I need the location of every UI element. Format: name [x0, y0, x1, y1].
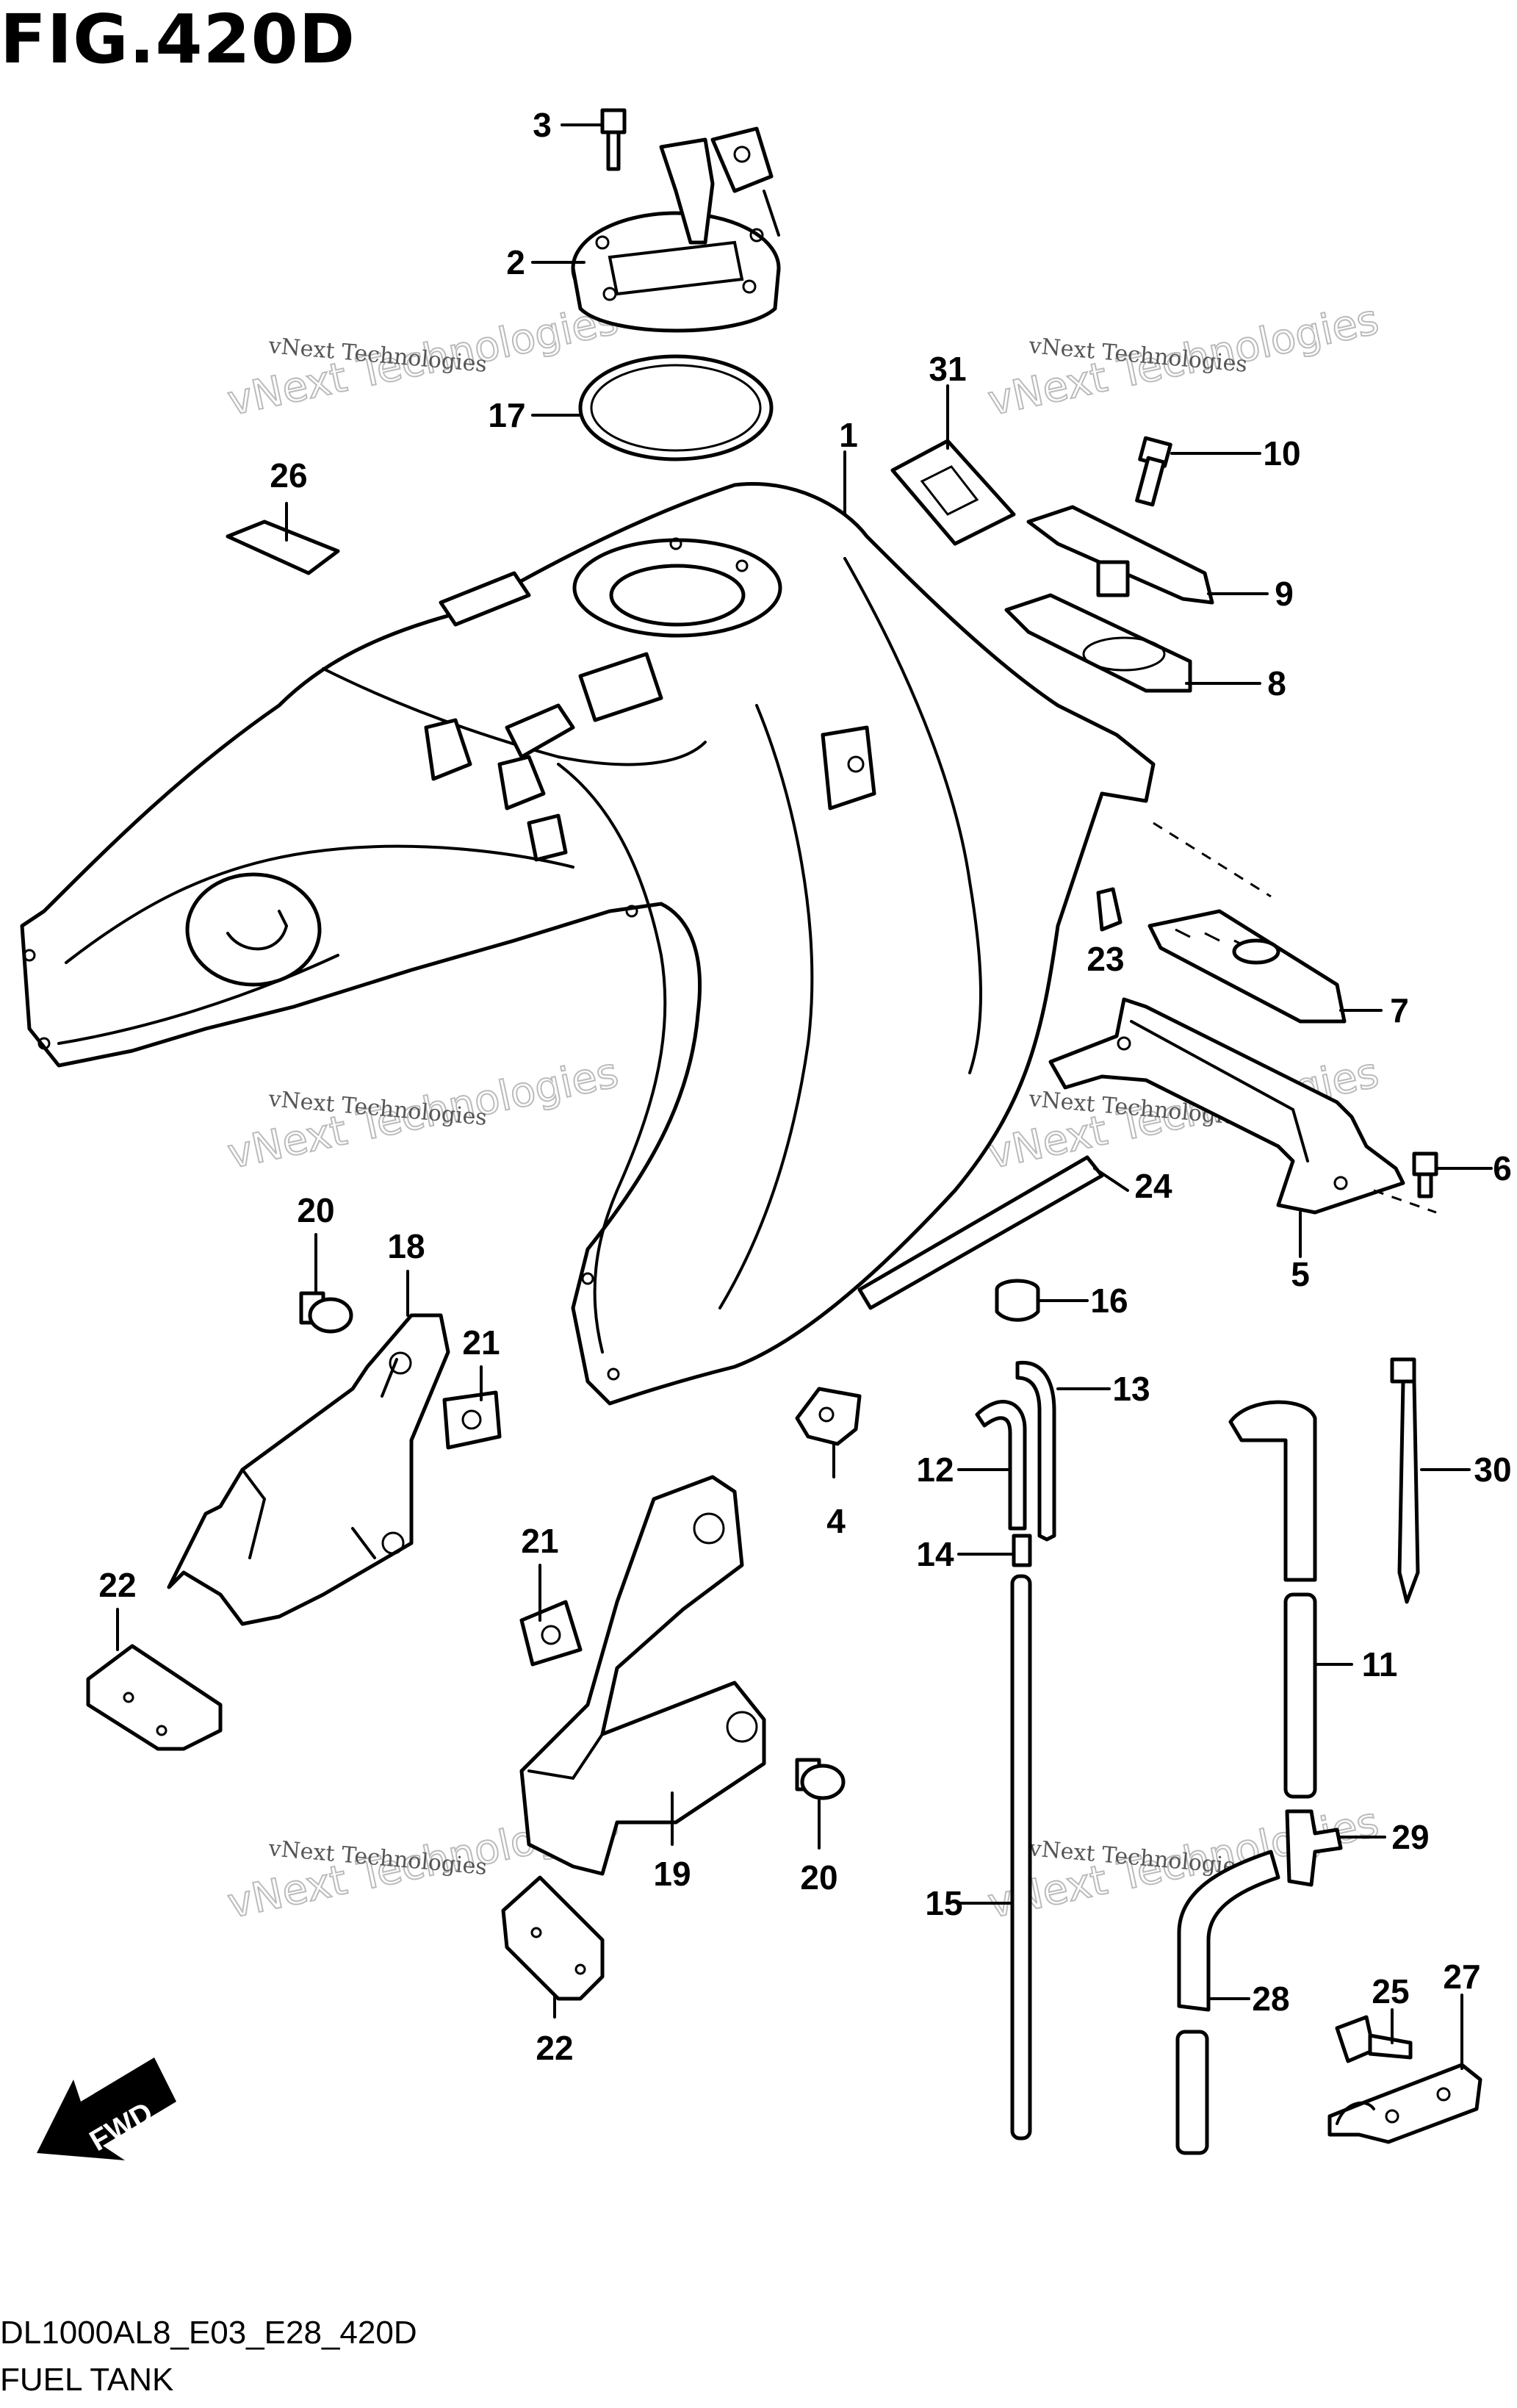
nut-part-21b [519, 1600, 583, 1667]
screw-part-3 [600, 108, 627, 171]
callout-21-upper: 21 [462, 1323, 500, 1362]
callout-4: 4 [826, 1502, 846, 1540]
callout-18: 18 [387, 1227, 425, 1265]
alignment-line [1153, 822, 1437, 1214]
pad-part-22a [86, 1644, 223, 1751]
callout-16: 16 [1090, 1282, 1128, 1320]
leader-lines [116, 123, 1493, 2070]
clamp-part-4 [795, 1387, 862, 1446]
callout-24: 24 [1134, 1167, 1172, 1205]
callout-13: 13 [1112, 1370, 1150, 1408]
watermark-top-left: vNext Technologies vNext Technologies [223, 295, 623, 426]
fuel-cap-part [571, 211, 781, 333]
callout-22-bottom: 22 [536, 2029, 573, 2067]
watermark-top-right: vNext Technologies vNext Technologies [983, 295, 1383, 426]
strip-part-24 [857, 1155, 1104, 1310]
hose-part-15 [1010, 1574, 1032, 2141]
sticker-part-31 [890, 439, 1016, 546]
callout-14: 14 [916, 1535, 954, 1573]
callout-19: 19 [653, 1855, 691, 1893]
pad-part-26 [226, 520, 340, 575]
joint-part-14 [1012, 1534, 1032, 1567]
figure-name: FUEL TANK [0, 2362, 174, 2398]
bolt-part-25 [1335, 2015, 1413, 2063]
bracket-part-27 [1327, 2063, 1482, 2144]
callout-7: 7 [1390, 991, 1409, 1029]
bracket-part-5 [1048, 997, 1405, 1215]
bolt-part-6 [1412, 1151, 1438, 1198]
bracket-part-18 [167, 1313, 450, 1626]
callout-labels: 3 2 17 1 31 10 9 8 7 5 6 24 23 16 13 12 … [98, 106, 1511, 2067]
callout-11: 11 [1362, 1645, 1398, 1683]
callout-6: 6 [1493, 1149, 1512, 1187]
hose-part-12 [975, 1400, 1027, 1531]
forward-arrow-icon: FWD [37, 2057, 176, 2160]
bracket-part-9 [1026, 505, 1214, 605]
callout-28: 28 [1252, 1980, 1289, 2018]
callout-2: 2 [506, 243, 525, 281]
bolt-part-10 [1135, 436, 1172, 507]
callout-15: 15 [925, 1884, 962, 1922]
gasket-ring-part [578, 354, 774, 461]
callout-23: 23 [1087, 940, 1124, 978]
callout-20-lower: 20 [800, 1858, 837, 1897]
callout-26: 26 [270, 456, 307, 495]
tee-joint-part-29 [1285, 1809, 1343, 1887]
bracket-part-8 [1004, 593, 1192, 693]
callout-25: 25 [1372, 1972, 1409, 2010]
screw-part-20b [795, 1758, 846, 1800]
ignition-key-part [659, 126, 780, 245]
callout-12: 12 [916, 1451, 954, 1489]
cushion-part-7 [1147, 909, 1347, 1024]
callout-17: 17 [488, 396, 525, 434]
hose-part-13 [1015, 1360, 1056, 1542]
nut-part-21a [442, 1390, 502, 1450]
cable-tie-part-30 [1390, 1357, 1420, 1604]
clip-part-23 [1096, 887, 1123, 932]
callout-1: 1 [839, 416, 858, 454]
callout-31: 31 [929, 350, 966, 388]
callout-10: 10 [1263, 434, 1300, 472]
callout-20-upper: 20 [297, 1191, 334, 1229]
callout-30: 30 [1474, 1451, 1511, 1489]
callout-27: 27 [1443, 1958, 1480, 1996]
figure-title: FIG.420D [0, 0, 356, 79]
pad-part-22b [501, 1875, 605, 2001]
callout-8: 8 [1267, 664, 1286, 702]
hose-part-11-lower [1283, 1592, 1317, 1799]
hose-part-11-upper [1228, 1400, 1317, 1582]
collar-part-16 [995, 1279, 1040, 1322]
hose-part-28-upper [1177, 1850, 1280, 2012]
bracket-part-19 [519, 1475, 766, 1876]
callout-3: 3 [533, 106, 552, 144]
screw-part-20a [299, 1291, 353, 1334]
hose-part-28-lower [1175, 2030, 1209, 2155]
callout-22-left: 22 [98, 1566, 136, 1604]
callout-21-lower: 21 [521, 1522, 558, 1560]
model-code: DL1000AL8_E03_E28_420D [0, 2315, 417, 2351]
callout-29: 29 [1391, 1818, 1429, 1856]
watermark-mid-left: vNext Technologies vNext Technologies [223, 1049, 623, 1179]
callout-9: 9 [1275, 575, 1294, 613]
fuel-tank-part [20, 482, 1156, 1406]
callout-5: 5 [1291, 1255, 1310, 1293]
